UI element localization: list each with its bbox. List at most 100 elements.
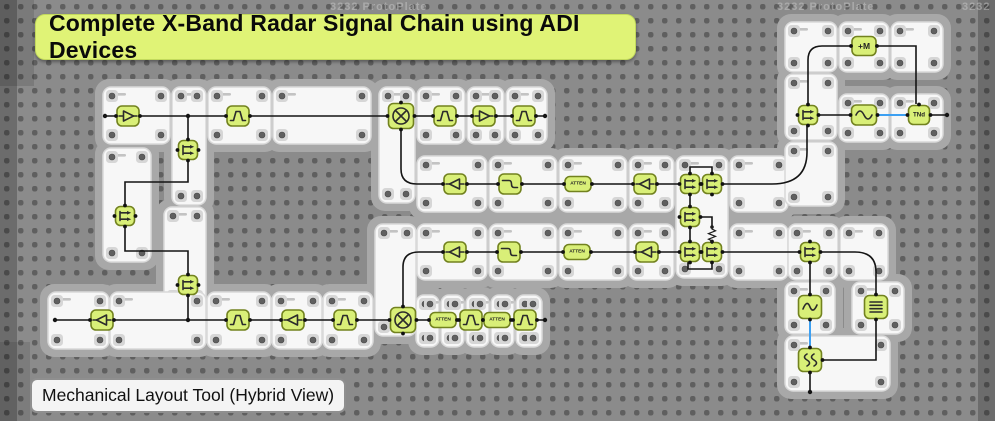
proto-tile[interactable] bbox=[465, 294, 490, 348]
component-power-splitter[interactable] bbox=[797, 239, 823, 265]
component-frequency-multiplier[interactable]: +M bbox=[849, 35, 879, 57]
screw-hole-icon bbox=[681, 265, 689, 273]
screw-hole-icon bbox=[876, 99, 884, 107]
screw-hole-icon bbox=[53, 336, 61, 344]
screw-hole-icon bbox=[877, 378, 885, 386]
component-power-splitter[interactable] bbox=[677, 239, 703, 265]
screw-hole-icon bbox=[661, 229, 669, 237]
component-coupler[interactable] bbox=[863, 292, 889, 322]
component-attenuator[interactable]: ATTEN bbox=[562, 175, 594, 193]
component-tunable-source[interactable]: TNd bbox=[905, 102, 933, 126]
bandpass-filter-icon bbox=[462, 314, 480, 326]
proto-tile[interactable] bbox=[628, 155, 675, 213]
screw-hole-icon bbox=[474, 161, 482, 169]
proto-tile[interactable] bbox=[890, 21, 944, 73]
component-bandpass-filter[interactable] bbox=[511, 309, 539, 331]
inductor-icon bbox=[706, 227, 718, 244]
component-power-splitter[interactable] bbox=[677, 204, 703, 230]
screw-hole-icon bbox=[845, 229, 853, 237]
screw-hole-icon bbox=[157, 92, 165, 100]
component-amplifier-left[interactable] bbox=[279, 309, 307, 331]
screw-hole-icon bbox=[309, 336, 317, 344]
component-amplifier-left[interactable] bbox=[88, 309, 116, 331]
screw-hole-icon bbox=[452, 92, 460, 100]
component-bandpass-filter[interactable] bbox=[224, 309, 252, 331]
component-lowpass-filter[interactable] bbox=[495, 241, 523, 263]
component-oscillator[interactable] bbox=[848, 104, 880, 126]
component-amplifier-left[interactable] bbox=[633, 241, 661, 263]
power-splitter-icon bbox=[182, 144, 191, 156]
proto-tile[interactable] bbox=[784, 141, 838, 207]
proto-tile[interactable] bbox=[102, 147, 152, 263]
component-vco[interactable] bbox=[797, 292, 823, 322]
screw-hole-icon bbox=[824, 27, 832, 35]
screw-hole-icon bbox=[844, 59, 852, 67]
screw-hole-icon bbox=[634, 161, 642, 169]
screw-hole-icon bbox=[544, 267, 552, 275]
component-power-splitter[interactable] bbox=[699, 171, 725, 197]
screw-hole-icon bbox=[193, 297, 201, 305]
screw-hole-icon bbox=[511, 92, 519, 100]
component-attenuator[interactable]: ATTEN bbox=[427, 311, 459, 329]
component-power-splitter[interactable] bbox=[175, 137, 201, 163]
screw-hole-icon bbox=[634, 199, 642, 207]
screw-hole-icon bbox=[544, 161, 552, 169]
screw-hole-icon bbox=[277, 297, 285, 305]
component-power-splitter[interactable] bbox=[677, 171, 703, 197]
screw-hole-icon bbox=[501, 300, 509, 308]
screw-hole-icon bbox=[564, 161, 572, 169]
amplifier-left-icon bbox=[286, 314, 299, 326]
screw-hole-icon bbox=[474, 267, 482, 275]
component-bandpass-filter[interactable] bbox=[331, 309, 359, 331]
screw-hole-icon bbox=[790, 59, 798, 67]
component-attenuator[interactable]: ATTEN bbox=[561, 243, 593, 261]
screw-hole-icon bbox=[715, 265, 723, 273]
component-power-splitter[interactable] bbox=[699, 239, 725, 265]
screw-hole-icon bbox=[857, 287, 865, 295]
component-attenuator[interactable]: ATTEN bbox=[481, 311, 513, 329]
component-bandpass-filter[interactable] bbox=[224, 105, 252, 127]
component-amplifier-left[interactable] bbox=[441, 173, 469, 195]
proto-tile[interactable] bbox=[784, 21, 838, 73]
component-pll-synthesizer[interactable] bbox=[797, 345, 825, 375]
view-mode-label: Mechanical Layout Tool (Hybrid View) bbox=[30, 378, 347, 413]
protoplate-watermark: 3232 ProtoPlate bbox=[962, 1, 995, 13]
screw-hole-icon bbox=[422, 229, 430, 237]
component-bandpass-filter[interactable] bbox=[457, 309, 485, 331]
component-mixer[interactable] bbox=[387, 304, 419, 336]
component-bandpass-filter[interactable] bbox=[510, 105, 538, 127]
bandpass-filter-icon bbox=[229, 314, 247, 326]
attenuator-label: ATTEN bbox=[489, 317, 505, 323]
amplifier-left-icon bbox=[448, 178, 461, 190]
proto-tile[interactable] bbox=[515, 294, 543, 348]
component-mixer[interactable] bbox=[385, 100, 417, 132]
component-power-splitter[interactable] bbox=[795, 102, 821, 128]
screw-hole-icon bbox=[775, 229, 783, 237]
component-lowpass-filter[interactable] bbox=[496, 173, 524, 195]
component-power-splitter[interactable] bbox=[175, 272, 201, 298]
component-amplifier-left[interactable] bbox=[631, 173, 659, 195]
component-bandpass-filter[interactable] bbox=[431, 105, 459, 127]
screw-hole-icon bbox=[891, 321, 899, 329]
screw-hole-icon bbox=[790, 127, 798, 135]
screw-hole-icon bbox=[790, 193, 798, 201]
component-amplifier-right[interactable] bbox=[114, 105, 142, 127]
screw-hole-icon bbox=[790, 147, 798, 155]
signal-wire bbox=[400, 128, 418, 185]
amplifier-right-icon bbox=[122, 110, 135, 122]
bandpass-filter-icon bbox=[436, 110, 454, 122]
screw-hole-icon bbox=[358, 131, 366, 139]
component-amplifier-left[interactable] bbox=[441, 241, 469, 263]
screw-hole-icon bbox=[494, 229, 502, 237]
screw-hole-icon bbox=[193, 336, 201, 344]
screw-hole-icon bbox=[844, 27, 852, 35]
screw-hole-icon bbox=[380, 229, 388, 237]
screw-hole-icon bbox=[824, 147, 832, 155]
bandpass-filter-icon bbox=[336, 314, 354, 326]
wire-node bbox=[944, 112, 950, 118]
component-amplifier-right[interactable] bbox=[470, 105, 498, 127]
component-power-splitter[interactable] bbox=[112, 203, 138, 229]
screw-hole-icon bbox=[258, 297, 266, 305]
component-inductor[interactable] bbox=[706, 225, 718, 244]
wire-node bbox=[542, 317, 548, 323]
